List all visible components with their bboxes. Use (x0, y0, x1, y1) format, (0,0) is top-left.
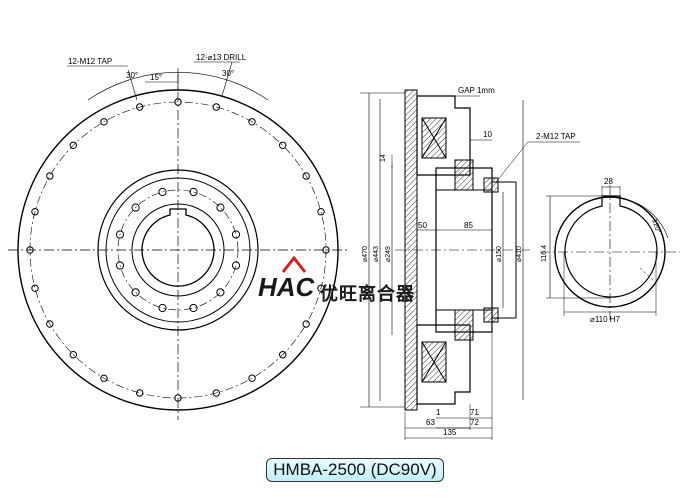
hub-bolt-hole (189, 303, 198, 313)
dim-85: 85 (464, 221, 473, 230)
outer-bolt-hole (136, 103, 144, 111)
angle-30-right: 30° (222, 69, 234, 78)
coil-bottom-x2 (421, 341, 447, 383)
dim-72: 72 (470, 418, 479, 427)
hub-bolt-hole (131, 203, 140, 212)
outer-bolt-hole (26, 246, 34, 254)
drill-leader (221, 61, 233, 97)
tap-label: 12-M12 TAP (68, 57, 112, 66)
bore-inner (564, 195, 658, 298)
outer-bolt-hole (31, 284, 39, 292)
company-name: 优旺离合器 (320, 284, 415, 305)
dim-14: 14 (380, 154, 387, 162)
dim-116: 116.4 (541, 245, 548, 262)
outer-bolt-hole (302, 320, 310, 328)
bore-view (540, 185, 680, 320)
front-view (8, 61, 348, 420)
hub-ring-2 (105, 177, 251, 323)
bearing-top (454, 159, 474, 191)
hub-bolt-hole (131, 288, 140, 297)
outer-bolt-hole (69, 351, 78, 359)
key-top (483, 177, 499, 193)
front-bore (141, 208, 215, 287)
coil-top-x2 (421, 117, 447, 159)
angle-120-arc (627, 199, 669, 239)
dim-1: 1 (436, 408, 441, 417)
dim-d443: ⌀443 (373, 246, 380, 262)
tap-hole-line (639, 267, 656, 283)
outer-bolt-hole (31, 208, 39, 216)
outer-bolt-hole (317, 208, 325, 216)
bearing-bottom (454, 309, 474, 341)
dim-d470: ⌀470 (362, 246, 369, 262)
hub-bolt-hole (115, 230, 125, 239)
hub-bolt-circle (117, 189, 239, 311)
dim-d249: ⌀249 (385, 246, 392, 262)
tap-leader-2 (495, 141, 529, 183)
outer-bolt-hole (279, 141, 287, 150)
dim-71: 71 (470, 408, 479, 417)
dim-50: 50 (418, 221, 427, 230)
outer-bolt-hole (212, 103, 221, 111)
outer-bolt-hole (100, 374, 108, 382)
gap-label: GAP 1mm (458, 86, 495, 95)
dim-28: 28 (604, 177, 613, 186)
hub-bolt-hole (216, 288, 225, 297)
dim-135: 135 (443, 428, 457, 437)
hub-bolt-hole (189, 187, 198, 197)
outer-bolt-hole (46, 172, 54, 180)
hub-bolt-holes (115, 187, 241, 313)
logo-red-chevron (281, 255, 307, 273)
outer-bolt-hole (174, 394, 182, 402)
outer-bolt-hole (322, 246, 330, 254)
outer-bolt-hole (279, 351, 287, 359)
outer-bolt-hole (46, 320, 54, 328)
dim-10: 10 (483, 130, 492, 139)
angle-30-left: 30° (126, 71, 138, 80)
hub-bolt-hole (216, 203, 225, 212)
hub-bolt-hole (158, 187, 167, 197)
section-view (360, 89, 580, 440)
outer-bolt-hole (317, 284, 325, 292)
bore-diameter: ⌀110 H7 (590, 315, 621, 324)
angle-15: 15° (150, 73, 162, 82)
housing-bottom (416, 324, 471, 405)
logo-mark: HAC (258, 272, 316, 302)
drill-label: 12-⌀13 DRILL (196, 53, 247, 62)
hub-outer-ring (97, 169, 259, 331)
hub-bolt-hole (231, 230, 241, 239)
model-label: HMBA-2500 (DC90V) (266, 458, 444, 482)
hub-bolt-hole (115, 261, 125, 270)
outer-bolt-hole (136, 389, 144, 397)
tap-leader (127, 69, 138, 101)
hub-bolt-hole (158, 303, 167, 313)
outer-bolt-hole (69, 141, 78, 150)
hub-bolt-hole (231, 261, 241, 270)
outer-bolt-hole (174, 98, 182, 106)
outer-bolt-hole (100, 118, 108, 126)
key-bottom (483, 307, 499, 323)
dim-120: 120° (650, 218, 663, 235)
dim-d410: ⌀410 (516, 246, 523, 262)
outer-bolt-circle (29, 101, 327, 399)
outer-bolt-hole (302, 172, 310, 180)
hac-logo: HAC (258, 255, 316, 302)
tap-label-2: 2-M12 TAP (536, 132, 576, 141)
outer-bolt-hole (212, 389, 221, 397)
hub-inner-ring (131, 203, 225, 297)
dim-d150: ⌀150 (496, 246, 503, 262)
outer-bolt-holes (26, 98, 330, 402)
outer-bolt-hole (248, 374, 256, 382)
outer-bolt-hole (248, 118, 256, 126)
dim-63: 63 (426, 418, 435, 427)
